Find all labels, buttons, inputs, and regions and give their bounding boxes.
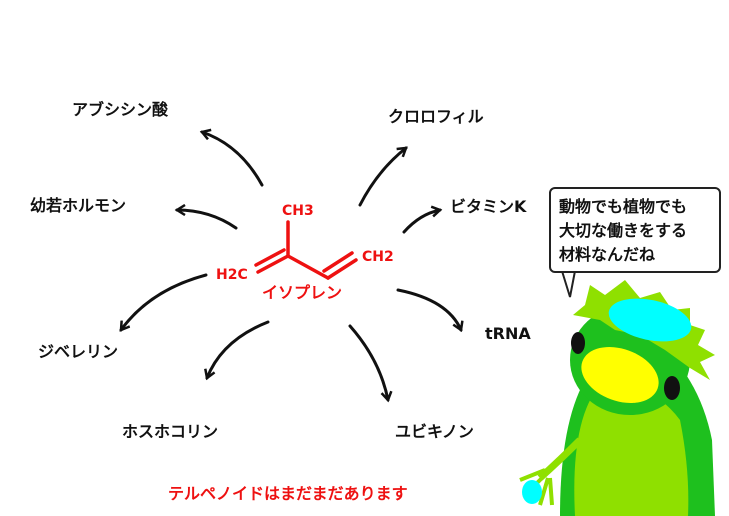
- product-phosphocholine: ホスホコリン: [122, 422, 219, 441]
- formula-ch2: CH2: [362, 249, 394, 265]
- arrow-vitamin-k: [402, 210, 440, 234]
- arrow-chlorophyll: [358, 146, 406, 207]
- isoprene-label: イソプレン: [262, 283, 343, 302]
- product-chlorophyll: クロロフィル: [388, 107, 484, 126]
- kappa-character: [519, 280, 715, 516]
- speech-line: 動物でも植物でも: [559, 197, 688, 216]
- speech-line: 材料なんだね: [559, 245, 656, 264]
- product-abscisic-acid: アブシシン酸: [72, 100, 169, 119]
- arrow-ubiquinone: [348, 324, 388, 400]
- arrow-juvenile-hormone: [177, 210, 238, 230]
- arrow-phosphocholine: [207, 320, 270, 378]
- product-ubiquinone: ユビキノン: [395, 422, 474, 441]
- isoprene-structure: [254, 220, 358, 280]
- arrow-abscisic-acid: [202, 132, 264, 187]
- formula-ch3: CH3: [282, 203, 314, 219]
- speech-bubble: 動物でも植物でも 大切な働きをする 材料なんだね: [549, 187, 721, 273]
- product-vitamin-k: ビタミンK: [450, 197, 527, 216]
- speech-bubble-tail: [561, 270, 576, 298]
- product-gibberellin: ジベレリン: [38, 342, 119, 361]
- arrow-trna: [396, 288, 461, 330]
- product-juvenile-hormone: 幼若ホルモン: [30, 196, 127, 215]
- footer-note: テルペノイドはまだまだあります: [168, 484, 408, 503]
- formula-h2c: H2C: [216, 267, 248, 283]
- arrow-gibberellin: [119, 273, 208, 330]
- speech-line: 大切な働きをする: [559, 221, 688, 240]
- product-trna: tRNA: [485, 324, 531, 343]
